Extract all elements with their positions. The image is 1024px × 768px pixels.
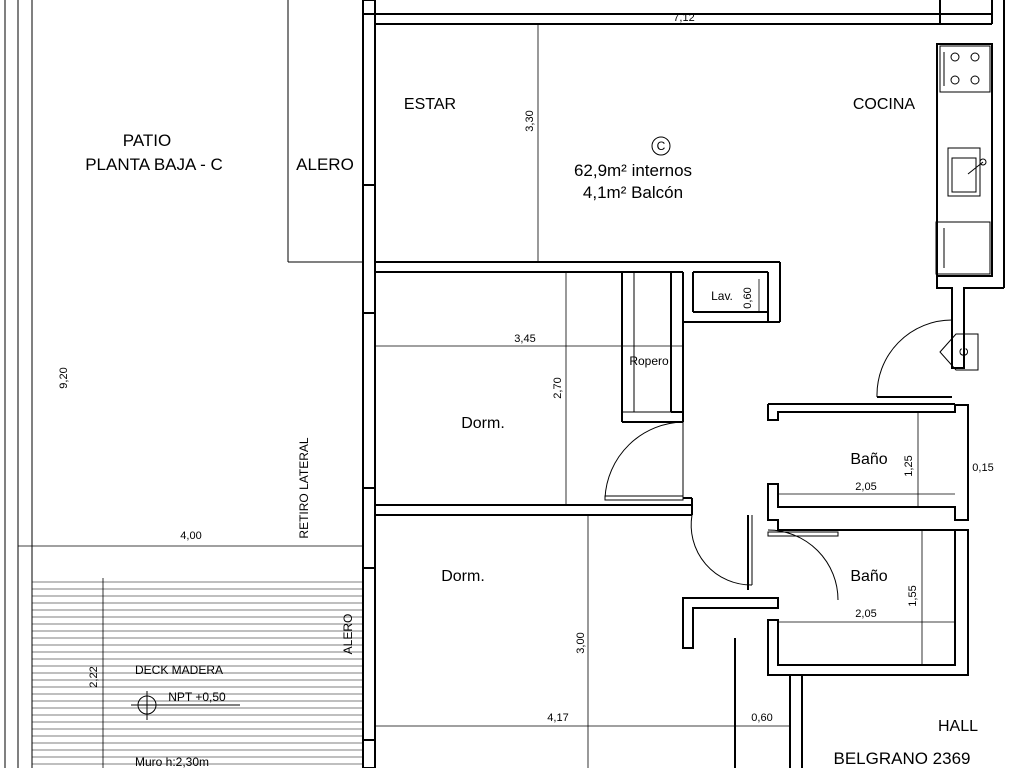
- bano1-walls: [767, 404, 969, 531]
- door-leaf: [604, 495, 684, 501]
- label-muro: Muro h:2,30m: [135, 755, 209, 768]
- dim-patio-height: 9,20: [58, 367, 70, 388]
- label-unit-letter: C: [657, 139, 666, 153]
- dim-top-width: 7,12: [673, 12, 694, 24]
- label-area-balcon: 4,1m² Balcón: [583, 183, 683, 202]
- entry-arrow-icon: [939, 333, 979, 371]
- label-patio: PATIO: [123, 131, 172, 150]
- bano2-walls: [767, 529, 969, 676]
- label-estar: ESTAR: [404, 96, 456, 113]
- dim-bano2-width: 2,05: [855, 608, 876, 620]
- dim-estar-height: 3,30: [524, 110, 536, 131]
- unit-marker-circle: [651, 136, 671, 156]
- dim-deck-height: 2,22: [88, 666, 100, 687]
- label-entry-marker: C: [957, 347, 971, 356]
- label-hall: HALL: [938, 718, 978, 735]
- label-alero-side: ALERO: [341, 614, 355, 655]
- dim-bano1-width: 2,05: [855, 481, 876, 493]
- bano2-wall-left: [682, 597, 779, 649]
- wall-segment: [362, 0, 376, 15]
- label-deck: DECK MADERA: [135, 663, 223, 677]
- label-area-interior: 62,9m² internos: [574, 161, 692, 180]
- label-alero-top: ALERO: [296, 155, 354, 174]
- label-cocina: COCINA: [853, 96, 916, 113]
- kitchen-counter: [936, 43, 993, 277]
- dim-lav-width: 0,60: [742, 287, 754, 308]
- door-swing-dorm1: [604, 421, 684, 499]
- dim-dorm2-height: 3,00: [575, 632, 587, 653]
- dim-hall-gap: 0,60: [751, 712, 772, 724]
- label-planta-baja: PLANTA BAJA - C: [85, 155, 223, 174]
- label-dorm2: Dorm.: [441, 568, 485, 585]
- sink-icon: [947, 147, 987, 197]
- label-npt: NPT +0,50: [168, 690, 226, 704]
- label-retiro-lateral: RETIRO LATERAL: [297, 437, 311, 538]
- level-marker-icon: [131, 691, 240, 720]
- wall-segment: [362, 487, 376, 569]
- label-bano2: Baño: [850, 568, 887, 585]
- deck-planks: [32, 581, 363, 765]
- dim-bano1-wall: 0,15: [972, 462, 993, 474]
- door-swing-hall: [690, 514, 753, 586]
- door-swing-bano2: [767, 529, 839, 601]
- label-bano1: Baño: [850, 451, 887, 468]
- label-lav: Lav.: [711, 289, 733, 303]
- label-ropero: Ropero: [629, 354, 669, 368]
- door-leaf: [767, 531, 839, 537]
- label-dorm1: Dorm.: [461, 415, 505, 432]
- kitchen-wall: [936, 276, 1004, 369]
- stove-icon: [939, 45, 991, 93]
- door-swing-entrance: [876, 319, 953, 398]
- dim-bano2-height: 1,55: [907, 585, 919, 606]
- wall-segment: [362, 739, 376, 768]
- dim-dorm-width: 3,45: [514, 333, 535, 345]
- dim-patio-width: 4,00: [180, 530, 201, 542]
- wall-segment: [362, 184, 376, 314]
- dim-dorm2-width: 4,17: [547, 712, 568, 724]
- dim-bano1-height: 1,25: [903, 455, 915, 476]
- appliance-icon: [935, 221, 991, 275]
- label-address: BELGRANO 2369: [833, 749, 970, 768]
- dim-dorm-height: 2,70: [552, 377, 564, 398]
